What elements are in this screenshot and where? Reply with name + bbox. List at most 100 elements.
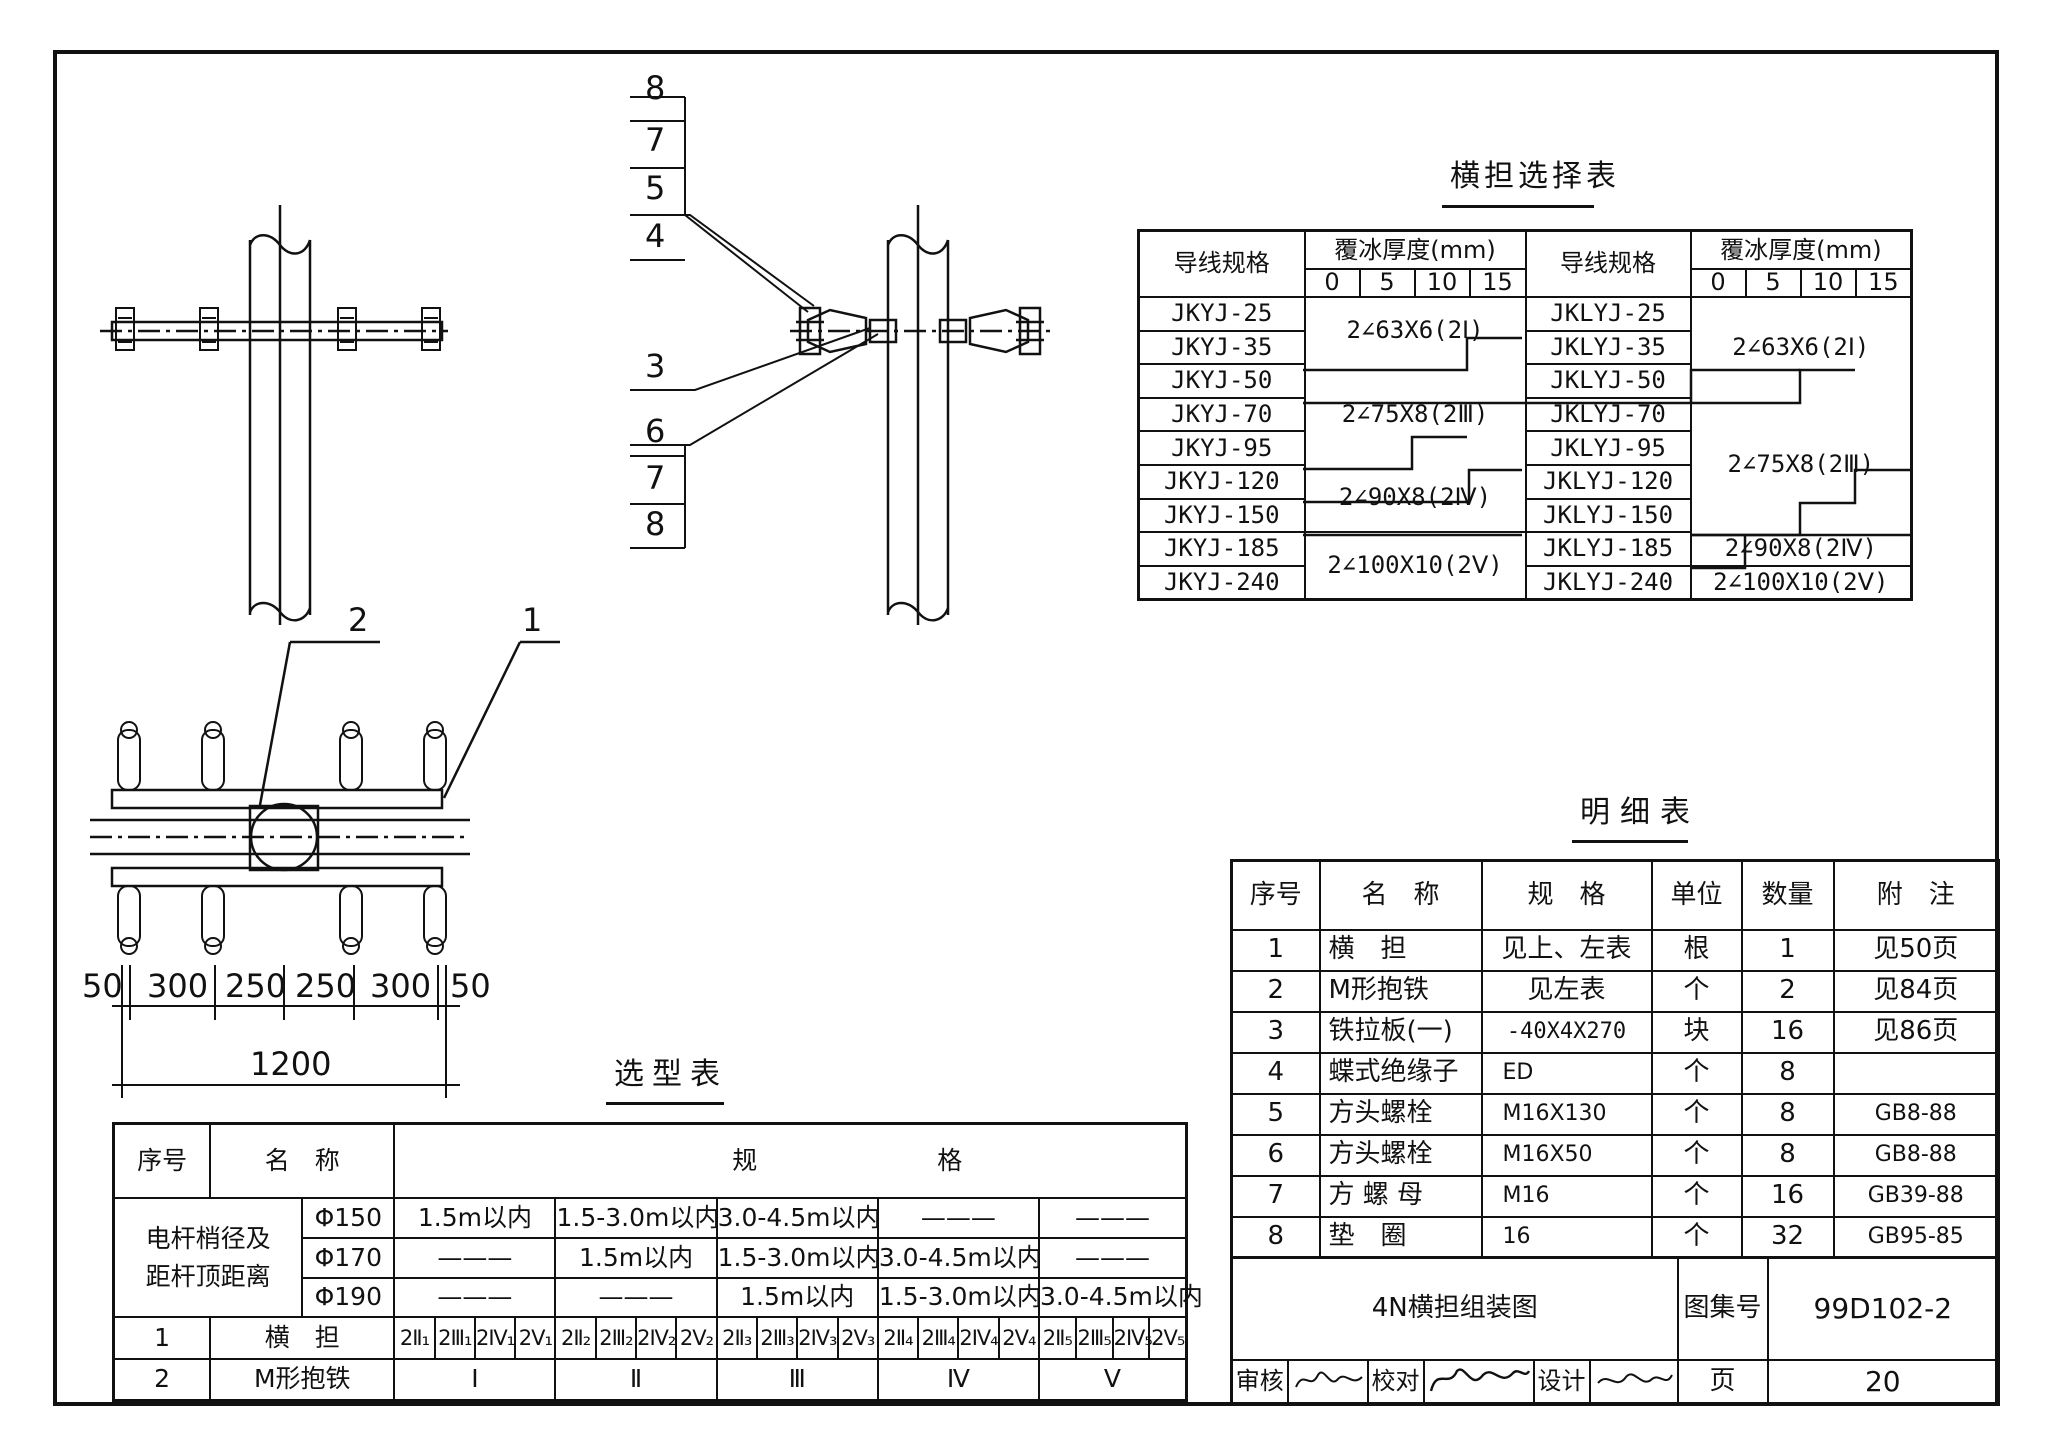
conductor-left: JKYJ-50 [1137,363,1306,399]
crossarm-spec-right: 2∠100X10(2Ⅴ) [1689,564,1913,601]
selection-row-m-clamp: 2 M形抱铁 Ⅰ Ⅱ Ⅲ Ⅳ Ⅴ [112,1357,1188,1402]
crossarm-model: 2Ⅳ₁ [473,1316,517,1360]
bom-cell-unit: 个 [1650,1174,1743,1218]
selection-cell: ——— [876,1197,1040,1240]
bom-cell-spec: M16X50 [1480,1133,1653,1177]
ice-col-right: 10 [1799,268,1857,298]
conductor-right: JKLYJ-25 [1524,295,1692,332]
crossarm-spec-left: 2∠75X8(2Ⅲ) [1303,364,1527,465]
callout-4: 4 [645,217,666,255]
bom-cell-note: GB95-85 [1832,1215,2000,1259]
bom-cell-note: GB8-88 [1832,1133,2000,1177]
crossarm-spec-right: 2∠75X8(2Ⅲ) [1689,397,1913,533]
selection-cell: 1.5m以内 [715,1276,879,1319]
m-clamp-type: Ⅳ [876,1357,1040,1402]
bom-cell-note: 见84页 [1832,969,2000,1013]
bom-header-no: 序号 [1230,859,1321,931]
bom-cell-spec: 见左表 [1480,969,1653,1013]
page-number: 20 [1766,1358,2000,1406]
bom-cell-note: 见50页 [1832,928,2000,972]
dim-250-left: 250 [225,967,287,1005]
selection-cell: ——— [554,1276,718,1319]
diam-170: Φ170 [301,1237,396,1279]
diam-150: Φ150 [301,1197,396,1240]
bom-title-underline [1572,840,1688,843]
callout-8-top: 8 [645,69,666,107]
conductor-right: JKLYJ-95 [1524,430,1692,466]
selection-cell: 3.0-4.5m以内 [876,1237,1042,1279]
selection-item-name: 横 担 [209,1316,396,1360]
bom-cell-spec: ED [1480,1051,1653,1095]
bom-cell-unit: 个 [1650,1215,1743,1259]
conductor-right: JKLYJ-70 [1524,396,1692,433]
check-label: 校对 [1366,1358,1425,1406]
review-signature-mark [1294,1371,1363,1387]
dim-300-right: 300 [370,967,432,1005]
bom-cell-name: M形抱铁 [1318,969,1483,1013]
bom-cell-name: 横 担 [1318,928,1483,972]
m-clamp-type: Ⅴ [1037,1357,1188,1402]
ice-col-left: 5 [1358,268,1416,298]
bom-cell-unit: 个 [1650,1051,1743,1095]
bom-cell-name: 垫 圈 [1318,1215,1483,1259]
atlas-number: 99D102-2 [1766,1256,2000,1361]
crossarm-model: 2Ⅴ₃ [836,1316,879,1360]
bom-cell-no: 3 [1230,1010,1321,1054]
callout-7-bottom: 7 [645,459,666,497]
selection-item-no: 1 [112,1316,212,1360]
selection-header-name: 名 称 [209,1122,396,1200]
bom-cell-no: 5 [1230,1092,1321,1136]
dim-300-left: 300 [147,967,209,1005]
selection-group-label-1: 电杆梢径及 [145,1224,271,1254]
m-clamp-type: Ⅲ [715,1357,879,1402]
review-signature [1286,1358,1369,1406]
bom-header-name: 名 称 [1318,859,1483,931]
crossarm-model: 2Ⅳ₄ [957,1316,1000,1360]
conductor-right: JKLYJ-50 [1524,363,1692,399]
bom-cell-no: 4 [1230,1051,1321,1095]
side-view-drawing [790,205,1050,625]
crossarm-model: 2Ⅱ₅ [1037,1316,1077,1360]
crossarm-spec-left: 2∠90X8(2Ⅳ) [1303,464,1527,534]
conductor-left: JKYJ-150 [1137,497,1306,534]
crossarm-model: 2Ⅴ₄ [997,1316,1040,1360]
crossarm-model: 2Ⅱ₄ [876,1316,920,1360]
drawing-title: 4N横担组装图 [1230,1256,1679,1361]
conductor-left: JKYJ-25 [1137,295,1306,332]
selection-group-label-2: 距杆顶距离 [145,1261,271,1291]
design-signature [1588,1358,1679,1406]
selection-cell: ——— [393,1276,557,1319]
conductor-right: JKLYJ-150 [1524,497,1692,534]
selection-group-label: 电杆梢径及 距杆顶距离 [112,1197,304,1319]
bom-cell-spec: 16 [1480,1215,1653,1259]
crossarm-model: 2Ⅳ₃ [796,1316,839,1360]
selection-item-name: M形抱铁 [209,1357,396,1402]
conductor-left: JKYJ-35 [1137,329,1306,366]
selection-cell: 1.5-3.0m以内 [876,1276,1042,1319]
selection-header-no: 序号 [112,1122,212,1200]
conductor-left: JKYJ-70 [1137,396,1306,433]
bom-cell-note: GB8-88 [1832,1092,2000,1136]
bom-header-spec: 规 格 [1480,859,1653,931]
bom-cell-qty: 2 [1740,969,1835,1013]
crossarm-title-underline [1442,205,1594,208]
selection-cell: 1.5m以内 [393,1197,557,1240]
selection-item-no: 2 [112,1357,212,1402]
check-signature-mark [1429,1367,1530,1391]
dimension-lines [112,965,460,1098]
crossarm-spec-left: 2∠100X10(2Ⅴ) [1303,531,1527,601]
crossarm-model: 2Ⅲ₄ [917,1316,960,1360]
callout-8-bottom: 8 [645,505,666,543]
bom-cell-qty: 32 [1740,1215,1835,1259]
selection-row-crossarm: 1 横 担 2Ⅱ₁ 2Ⅲ₁ 2Ⅳ₁ 2Ⅴ₁ 2Ⅱ₂ 2Ⅲ₂ 2Ⅳ₂ 2Ⅴ₂ 2Ⅱ… [112,1316,1188,1360]
selection-header-spec-2: 格 [797,1122,1188,1200]
bom-cell-spec: M16 [1480,1174,1653,1218]
ice-col-right: 0 [1689,268,1747,298]
design-signature-mark [1596,1373,1673,1384]
selection-header-spec-1: 规 [393,1122,798,1200]
m-clamp-type: Ⅱ [554,1357,718,1402]
crossarm-selection-table: 导线规格 覆冰厚度(mm) 导线规格 覆冰厚度(mm) 0 5 10 15 0 … [1137,229,1914,601]
